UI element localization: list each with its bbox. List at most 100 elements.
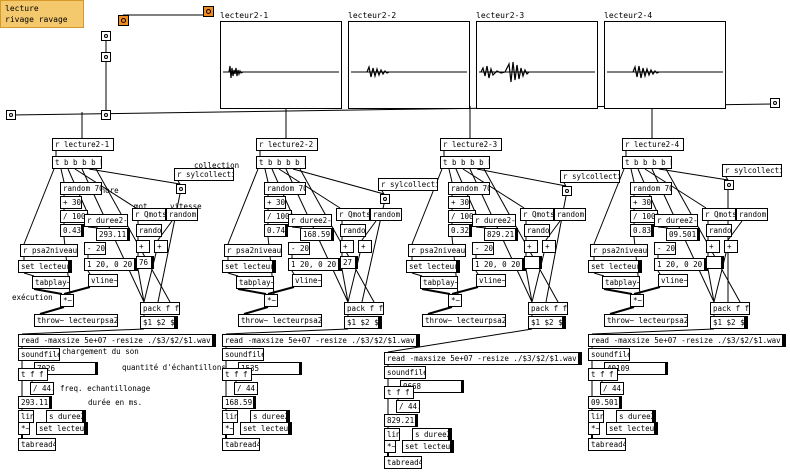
vline-4[interactable]: vline~ (658, 274, 688, 287)
r-duree-2[interactable]: r duree2-2 (288, 214, 332, 227)
div1000-3[interactable]: / 1000 (448, 210, 476, 223)
dollar-msg-2[interactable]: $1 $2 $3 (344, 316, 382, 329)
random700-2[interactable]: random 700 (264, 182, 306, 195)
plus300-3[interactable]: + 300 (448, 196, 470, 209)
duree-value-1[interactable]: 293.11 (96, 228, 130, 241)
vline-2[interactable]: vline~ (292, 274, 322, 287)
random-2[interactable]: random (340, 224, 366, 237)
tabplay-4[interactable]: tabplay~ (602, 276, 640, 289)
plus1b-3[interactable]: + 1 (542, 240, 556, 253)
psa-niveau-2[interactable]: r psa2niveau2-2 (224, 244, 282, 257)
pack-3[interactable]: pack f f f (528, 302, 568, 315)
bang-3[interactable] (6, 110, 16, 120)
minus20-3[interactable]: - 20 (472, 242, 494, 255)
bang-4[interactable] (101, 110, 111, 120)
set-lect-4[interactable]: set lecteur2-4 (606, 422, 658, 435)
dollar-msg-3[interactable]: $1 $2 $3 (528, 316, 566, 329)
array-lecteur2-4[interactable]: lecteur2-4 (604, 11, 726, 109)
niveau-value-4[interactable]: 0.838 (630, 224, 654, 237)
dur-ms-value-2[interactable]: 168.59 (222, 396, 256, 409)
random700-3[interactable]: random 700 (448, 182, 490, 195)
throw-1[interactable]: throw~ lecteurpsa2-1 (34, 314, 118, 327)
tffb-1[interactable]: t f f b (18, 368, 48, 381)
div441-2[interactable]: / 44.1 (234, 382, 258, 395)
array-lecteur2-3[interactable]: lecteur2-3 (476, 11, 598, 109)
plus1a-4[interactable]: + 1 (706, 240, 720, 253)
msg-ramp-1[interactable]: 1 20, 0 20 $1 (84, 258, 138, 271)
plus1a-2[interactable]: + 1 (340, 240, 354, 253)
set-msg-2[interactable]: set lecteur2-2 (222, 260, 276, 273)
set-msg-3[interactable]: set lecteur2-3 (406, 260, 460, 273)
duree-value-4[interactable]: 09.501 (666, 228, 700, 241)
array-lecteur2-1[interactable]: lecteur2-1 (220, 11, 342, 109)
msg-ramp-4[interactable]: 1 20, 0 20 $1 (654, 258, 708, 271)
plus300-2[interactable]: + 300 (264, 196, 286, 209)
rand-value-1[interactable]: 76 (136, 256, 154, 269)
samples-value-4[interactable]: 40109 (604, 362, 668, 375)
div1000-1[interactable]: / 1000 (60, 210, 88, 223)
vline-1[interactable]: vline~ (88, 274, 118, 287)
pack-4[interactable]: pack f f f (710, 302, 750, 315)
tabread-4[interactable]: tabread4~ (588, 438, 626, 451)
multiply-4[interactable]: *~ (630, 294, 644, 307)
rand-value-4[interactable] (706, 256, 724, 269)
r-qmots-4[interactable]: r Qmots2 (702, 208, 736, 221)
set-msg-4[interactable]: set lecteur2-4 (588, 260, 642, 273)
multiply-sig-3[interactable]: *~ (384, 440, 396, 453)
trigger-3[interactable]: t b b b b b b (440, 156, 490, 169)
dur-ms-value-1[interactable]: 293.11 (18, 396, 52, 409)
r-sylcollection-4[interactable]: r sylcollection (722, 164, 782, 177)
random-4[interactable]: random (706, 224, 732, 237)
r-duree-3[interactable]: r duree2-3 (472, 214, 516, 227)
read-msg-1[interactable]: read -maxsize 5e+07 -resize ./$3/$2/$1.w… (18, 334, 216, 347)
multiply-3[interactable]: *~ (448, 294, 462, 307)
set-lect-3[interactable]: set lecteur2-3 (402, 440, 454, 453)
r-qmots-2[interactable]: r Qmots2 (336, 208, 370, 221)
set-lect-2[interactable]: set lecteur2-2 (240, 422, 292, 435)
msg-ramp-2[interactable]: 1 20, 0 20 $1 (288, 258, 342, 271)
multiply-sig-1[interactable]: *~ (18, 422, 30, 435)
read-msg-2[interactable]: read -maxsize 5e+07 -resize ./$3/$2/$1.w… (222, 334, 420, 347)
plus1a-1[interactable]: + 1 (136, 240, 150, 253)
r-qmots-1[interactable]: r Qmots2 (132, 208, 166, 221)
bang-orange-1[interactable] (118, 15, 129, 26)
bang-orange-2[interactable] (203, 6, 214, 17)
pack-1[interactable]: pack f f f (140, 302, 180, 315)
bang-2[interactable] (101, 52, 111, 62)
random5-1[interactable]: random 5 (166, 208, 198, 221)
random-3[interactable]: random (524, 224, 550, 237)
trigger-1[interactable]: t b b b b b b (52, 156, 102, 169)
duree-value-2[interactable]: 168.59 (300, 228, 334, 241)
tabread-3[interactable]: tabread4~ (384, 456, 422, 469)
array-lecteur2-2[interactable]: lecteur2-2 (348, 11, 470, 109)
tabplay-2[interactable]: tabplay~ (236, 276, 274, 289)
msg-ramp-3[interactable]: 1 20, 0 20 $1 (472, 258, 526, 271)
tabplay-3[interactable]: tabplay~ (420, 276, 458, 289)
div441-1[interactable]: / 44.1 (30, 382, 54, 395)
soundfiler-1[interactable]: soundfiler (18, 348, 60, 361)
r-lecture-2[interactable]: r lecture2-2 (256, 138, 318, 151)
rand-value-3[interactable] (524, 256, 542, 269)
random5-3[interactable]: random 5 (554, 208, 586, 221)
tffb-4[interactable]: t f f b (588, 368, 618, 381)
soundfiler-4[interactable]: soundfiler (588, 348, 630, 361)
dollar-msg-1[interactable]: $1 $2 $3 (140, 316, 178, 329)
throw-2[interactable]: throw~ lecteurpsa2-2 (238, 314, 322, 327)
pack-2[interactable]: pack f f f (344, 302, 384, 315)
bang-syl-2[interactable] (380, 194, 390, 204)
bang-syl-1[interactable] (176, 184, 186, 194)
niveau-value-1[interactable]: 0.433 (60, 224, 84, 237)
multiply-2[interactable]: *~ (264, 294, 278, 307)
r-lecture-3[interactable]: r lecture2-3 (440, 138, 502, 151)
tffb-2[interactable]: t f f b (222, 368, 252, 381)
throw-4[interactable]: throw~ lecteurpsa2-4 (604, 314, 688, 327)
dur-ms-value-4[interactable]: 09.501 (588, 396, 622, 409)
trigger-4[interactable]: t b b b b b b (622, 156, 672, 169)
set-msg-1[interactable]: set lecteur2-1 (18, 260, 72, 273)
psa-niveau-4[interactable]: r psa2niveau2-4 (590, 244, 648, 257)
plus1b-2[interactable]: + 1 (358, 240, 372, 253)
read-msg-3[interactable]: read -maxsize 5e+07 -resize ./$3/$2/$1.w… (384, 352, 582, 365)
r-sylcollection-3[interactable]: r sylcollection (560, 170, 620, 183)
bang-1[interactable] (101, 31, 111, 41)
